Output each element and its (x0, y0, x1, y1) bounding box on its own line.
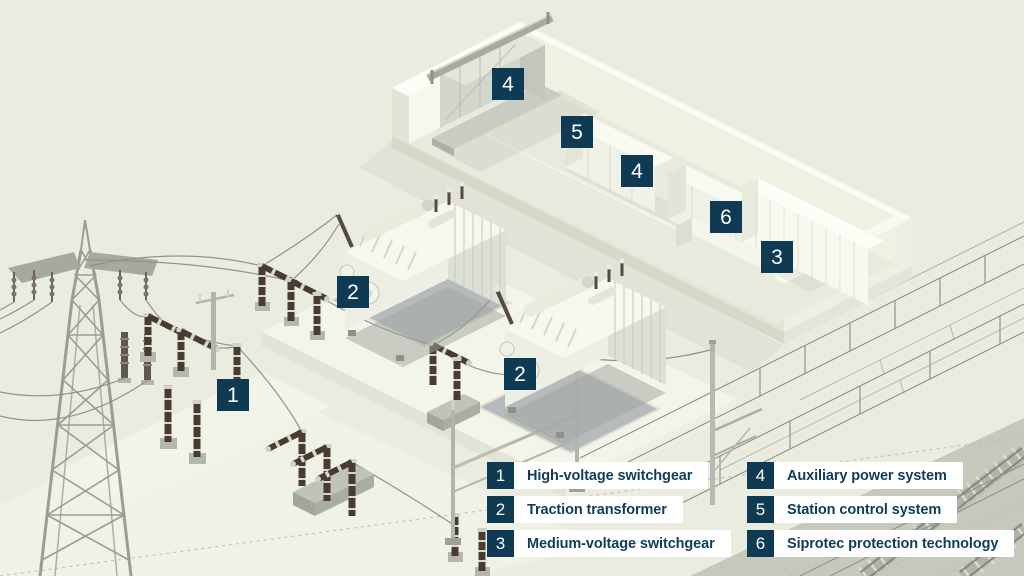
marker-medium-voltage-switchgear[interactable]: 3 (761, 241, 793, 273)
legend-number: 5 (747, 496, 774, 523)
marker-auxiliary-power-cabinets[interactable]: 4 (621, 155, 653, 187)
legend-left-column: 1 High-voltage switchgear 2 Traction tra… (487, 462, 731, 557)
legend-item-siprotec-protection: 6 Siprotec protection technology (747, 530, 1015, 557)
legend-item-high-voltage-switchgear: 1 High-voltage switchgear (487, 462, 731, 489)
catenary-mast (709, 340, 763, 505)
legend-number: 4 (747, 462, 774, 489)
marker-traction-transformer-1[interactable]: 2 (337, 276, 369, 308)
marker-siprotec-protection[interactable]: 6 (710, 201, 742, 233)
legend-number: 2 (487, 496, 514, 523)
auxiliary-power-machine (426, 12, 562, 156)
legend-label: Medium-voltage switchgear (514, 530, 731, 557)
legend-item-traction-transformer: 2 Traction transformer (487, 496, 731, 523)
marker-high-voltage-switchgear[interactable]: 1 (217, 379, 249, 411)
legend-item-station-control-system: 5 Station control system (747, 496, 1014, 523)
legend-item-auxiliary-power-system: 4 Auxiliary power system (747, 462, 1014, 489)
marker-traction-transformer-2[interactable]: 2 (504, 358, 536, 390)
legend-label: Auxiliary power system (774, 462, 963, 489)
legend-label: Station control system (774, 496, 958, 523)
catenary-wires (579, 235, 1024, 576)
marker-station-control-system[interactable]: 5 (561, 116, 593, 148)
legend-label: High-voltage switchgear (514, 462, 709, 489)
legend-right-column: 4 Auxiliary power system 5 Station contr… (747, 462, 1015, 557)
legend-number: 6 (747, 530, 774, 557)
legend-label: Siprotec protection technology (774, 530, 1015, 557)
legend-number: 1 (487, 462, 514, 489)
legend-item-medium-voltage-switchgear: 3 Medium-voltage switchgear (487, 530, 731, 557)
legend-number: 3 (487, 530, 514, 557)
legend-label: Traction transformer (514, 496, 683, 523)
medium-voltage-switchgear-row (742, 178, 884, 305)
marker-auxiliary-power-machine[interactable]: 4 (492, 68, 524, 100)
